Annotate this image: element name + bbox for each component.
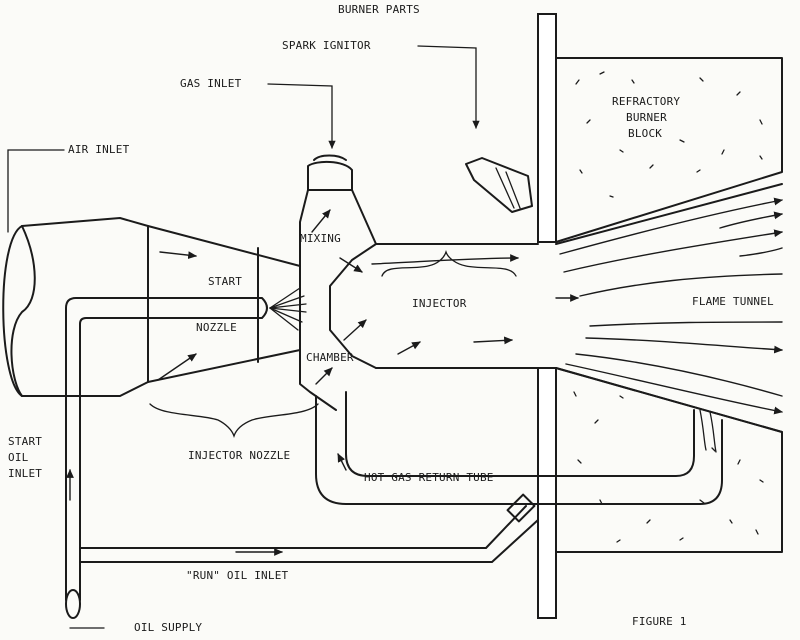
start-oil-inlet-line1: START	[8, 435, 43, 448]
air-inlet-housing	[2, 217, 301, 397]
callouts	[7, 45, 517, 629]
figure-caption: FIGURE 1	[632, 615, 687, 628]
nozzle-spray	[269, 287, 307, 331]
injector-body	[299, 154, 783, 433]
nozzle-label: NOZZLE	[196, 321, 237, 334]
refractory-label-line3: BLOCK	[628, 127, 663, 140]
run-oil-inlet-label: "RUN" OIL INLET	[186, 569, 289, 582]
spark-ignitor-label: SPARK IGNITOR	[282, 39, 371, 52]
refractory-label-line2: BURNER	[626, 111, 667, 124]
chamber-label: CHAMBER	[306, 351, 354, 364]
wall-plate	[537, 13, 557, 619]
gas-inlet-label: GAS INLET	[180, 77, 242, 90]
hot-gas-return-tube	[315, 391, 723, 505]
oil-supply-label: OIL SUPPLY	[134, 621, 203, 634]
flow-arrows	[66, 197, 783, 556]
start-oil-inlet-line2: OIL	[8, 451, 29, 464]
injector-nozzle-label: INJECTOR NOZZLE	[188, 449, 291, 462]
refractory-label-line1: REFRACTORY	[612, 95, 681, 108]
air-inlet-label: AIR INLET	[68, 143, 130, 156]
start-label: START	[208, 275, 243, 288]
hot-gas-return-tube-label: HOT GAS RETURN TUBE	[364, 471, 494, 484]
start-nozzle	[65, 297, 268, 619]
title: BURNER PARTS	[338, 3, 420, 16]
run-oil-line	[79, 493, 539, 563]
spark-ignitor	[465, 157, 533, 213]
flame-tunnel-label: FLAME TUNNEL	[692, 295, 774, 308]
mixing-label: MIXING	[300, 232, 341, 245]
refractory-block-lower	[555, 367, 783, 553]
injector-label: INJECTOR	[412, 297, 467, 310]
start-oil-inlet-line3: INLET	[8, 467, 43, 480]
